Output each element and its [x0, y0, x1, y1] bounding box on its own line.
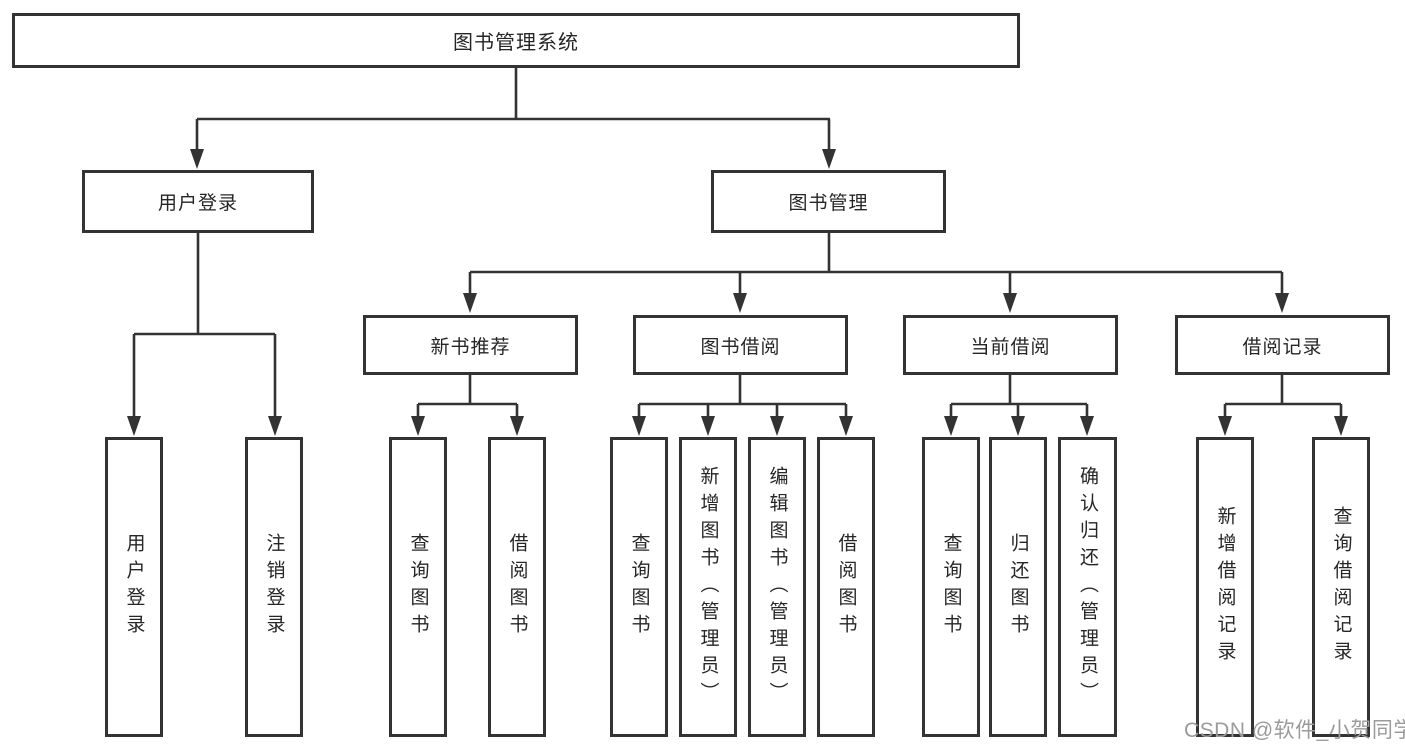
leaf-edit-books-admin: 编辑图书（管理员）	[748, 437, 806, 737]
leaf-add-books-admin: 新增图书（管理员）	[679, 437, 737, 737]
node-label: 新书推荐	[430, 336, 511, 358]
leaf-confirm-return-admin: 确认归还（管理员）	[1058, 437, 1117, 737]
leaf-borrow-books-recommend: 借阅图书	[488, 437, 546, 737]
node-borrowing-records: 借阅记录	[1175, 315, 1390, 375]
leaf-label: 归还图书	[1007, 533, 1029, 641]
leaf-borrow-books: 借阅图书	[817, 437, 875, 737]
leaf-label: 借阅图书	[835, 533, 857, 641]
node-label: 用户登录	[157, 193, 238, 214]
node-label: 图书管理系统	[453, 32, 579, 54]
csdn-watermark: CSDN @软件_小贺同学	[1184, 719, 1405, 742]
leaf-label: 确认归还（管理员）	[1077, 465, 1098, 709]
node-current-borrowing: 当前借阅	[903, 315, 1118, 375]
leaf-label: 查询图书	[940, 533, 962, 641]
node-label: 借阅记录	[1242, 336, 1323, 358]
leaf-label: 借阅图书	[506, 533, 528, 641]
leaf-label: 注销登录	[263, 533, 285, 641]
node-label: 图书借阅	[700, 336, 781, 358]
leaf-label: 查询图书	[628, 533, 650, 641]
leaf-add-borrow-record: 新增借阅记录	[1196, 437, 1254, 737]
leaf-query-books-borrow: 查询图书	[610, 437, 668, 737]
leaf-label: 用户登录	[123, 533, 145, 641]
node-label: 图书管理	[788, 193, 869, 214]
leaf-query-books-current: 查询图书	[922, 437, 980, 737]
node-new-book-recommendation: 新书推荐	[363, 315, 578, 375]
node-book-management: 图书管理	[711, 170, 946, 233]
leaf-label: 新增图书（管理员）	[697, 465, 719, 709]
leaf-label: 新增借阅记录	[1214, 506, 1236, 668]
leaf-user-login: 用户登录	[105, 437, 163, 737]
leaf-return-books: 归还图书	[989, 437, 1047, 737]
leaf-label: 查询借阅记录	[1330, 506, 1352, 668]
leaf-label: 查询图书	[407, 533, 429, 641]
leaf-logout: 注销登录	[245, 437, 303, 737]
leaf-label: 编辑图书（管理员）	[766, 465, 788, 709]
node-library-management-system: 图书管理系统	[12, 13, 1020, 68]
node-book-borrowing: 图书借阅	[633, 315, 848, 375]
node-user-login: 用户登录	[82, 170, 314, 233]
node-label: 当前借阅	[970, 336, 1051, 358]
leaf-query-borrow-record: 查询借阅记录	[1312, 437, 1370, 737]
leaf-query-books-recommend: 查询图书	[389, 437, 447, 737]
